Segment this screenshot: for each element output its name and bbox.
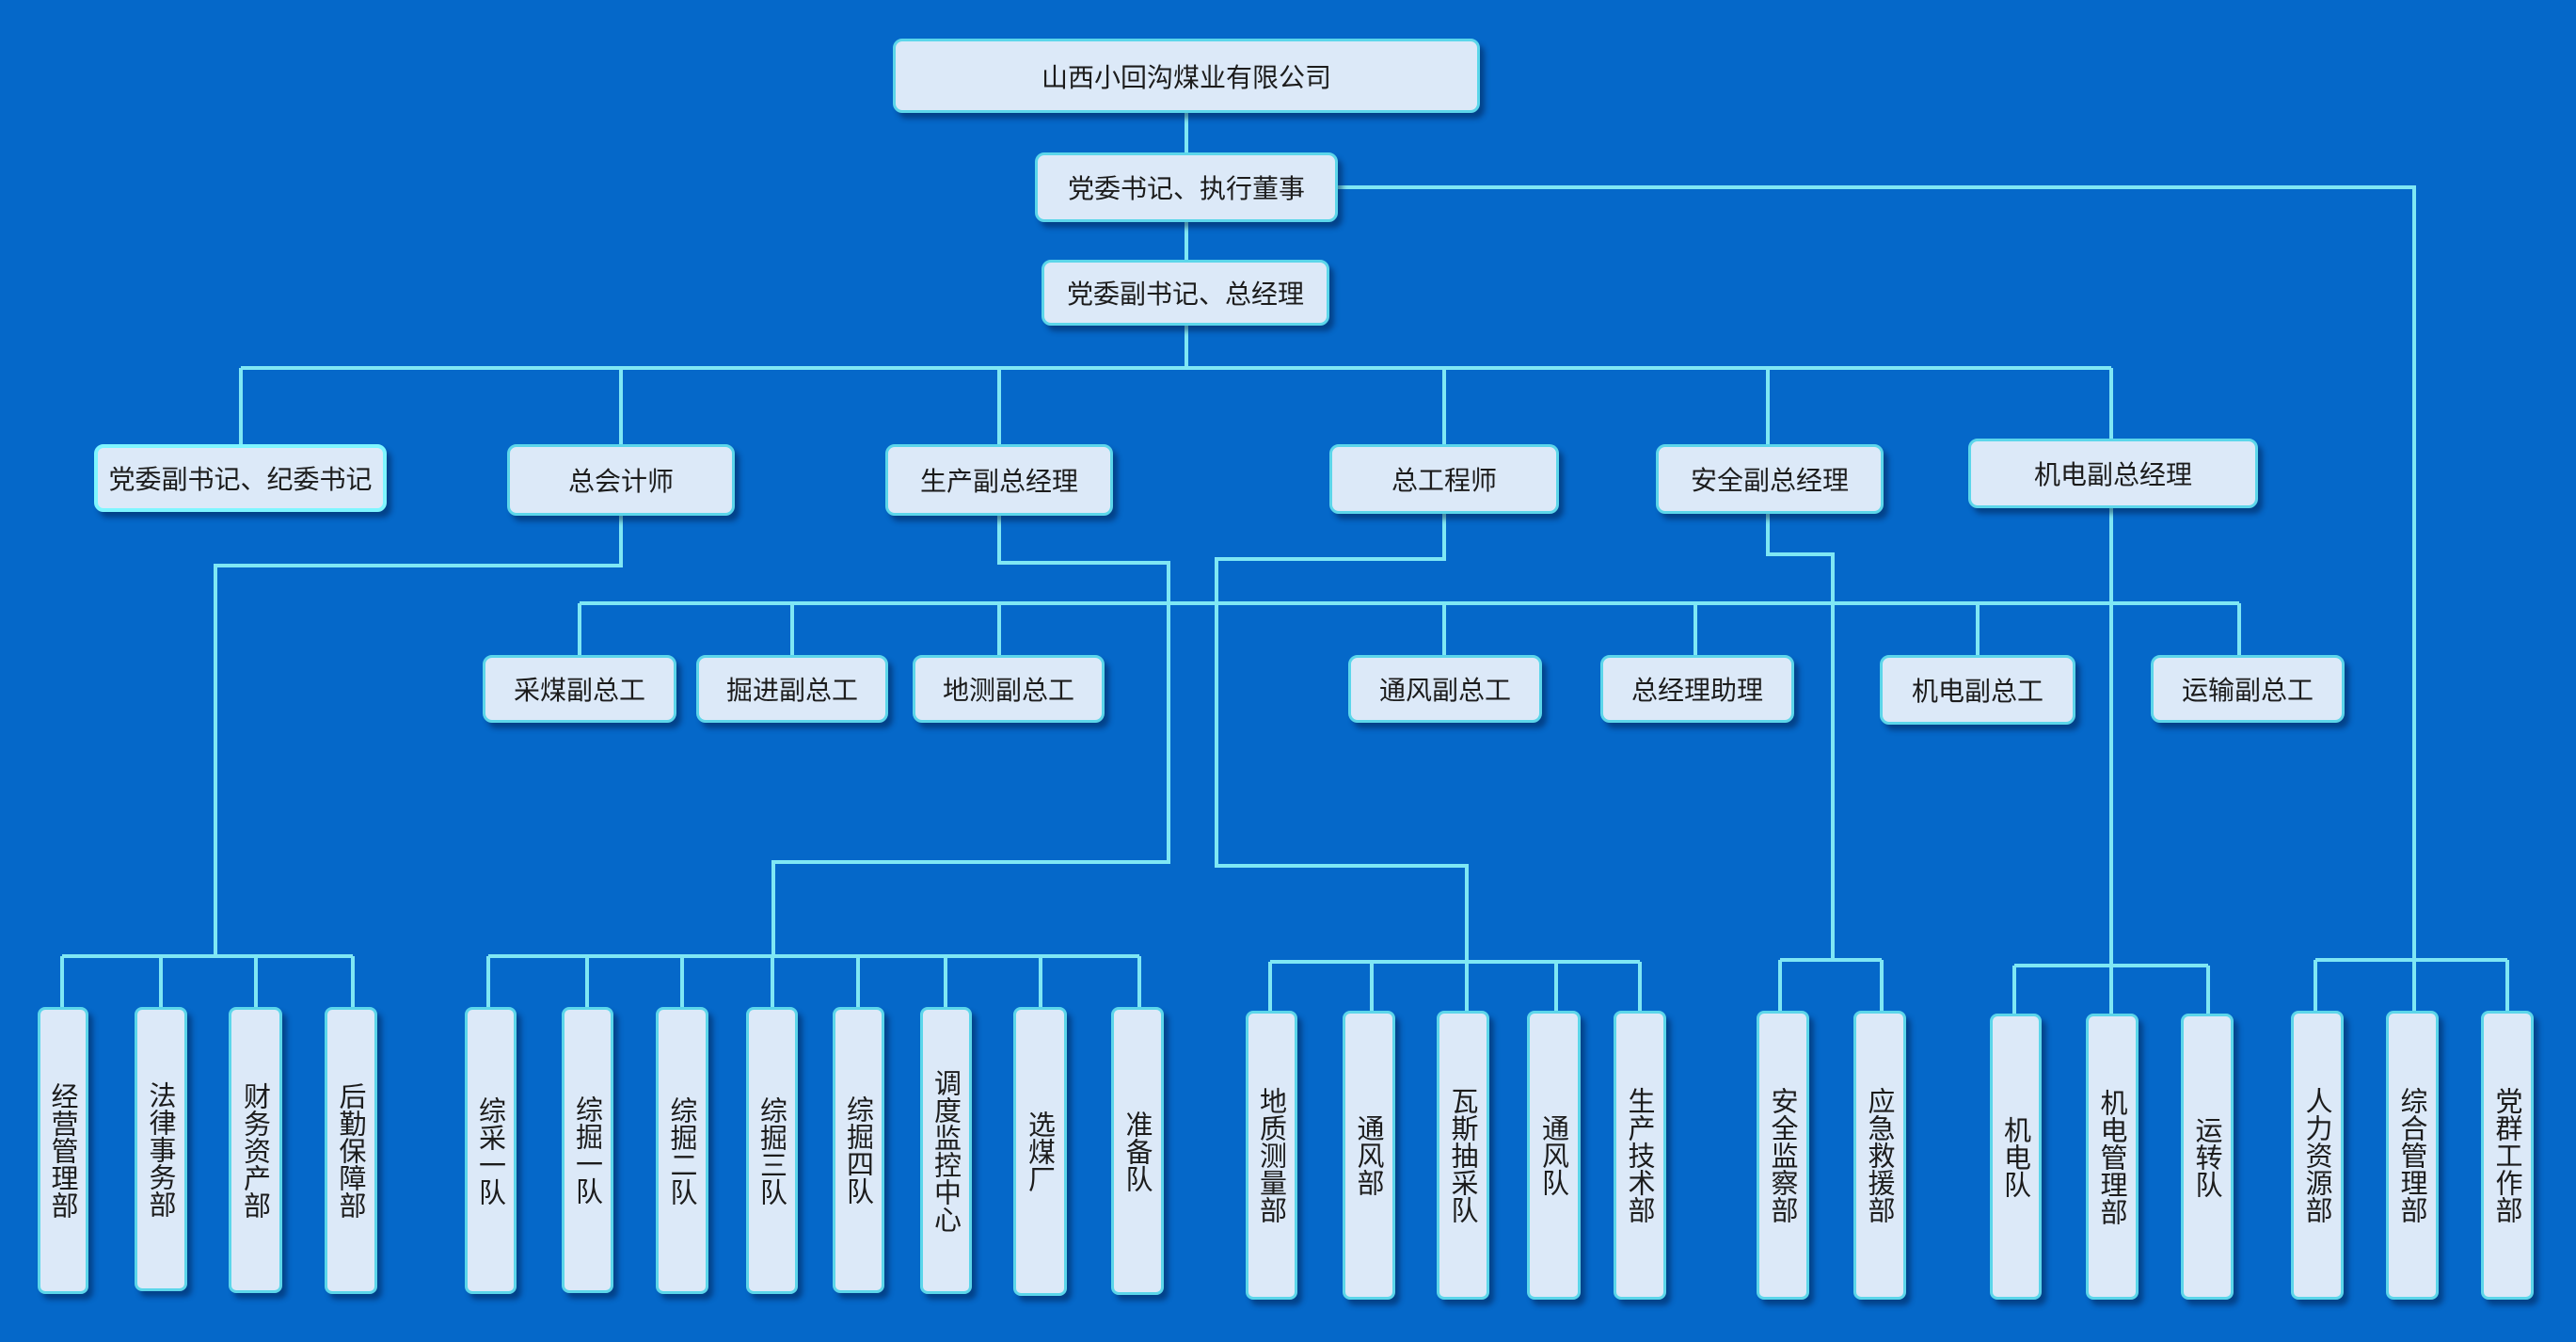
- general-manager-node: 党委副书记、总经理: [1042, 260, 1329, 326]
- team-operations: 运转队: [2181, 1014, 2234, 1300]
- mining-deputy-node: 采煤副总工: [483, 655, 676, 723]
- connector-safety-units: [1766, 514, 1835, 960]
- team-mech-elec: 机电队: [1990, 1014, 2042, 1300]
- team-tunneling-1: 综掘一队: [562, 1007, 613, 1293]
- chief-engineer-node: 总工程师: [1329, 444, 1559, 514]
- dept-party-mass-work: 党群工作部: [2481, 1011, 2534, 1300]
- ventilation-deputy-node: 通风副总工: [1348, 655, 1542, 723]
- connector-accountant-admin: [214, 516, 623, 956]
- dept-general-mgmt: 综合管理部: [2386, 1011, 2439, 1300]
- dept-emergency-rescue: 应急救援部: [1853, 1011, 1906, 1300]
- chief-accountant-node: 总会计师: [507, 444, 735, 516]
- transport-deputy-node: 运输副总工: [2151, 655, 2345, 723]
- team-gas-drainage: 瓦斯抽采队: [1437, 1011, 1489, 1300]
- team-tunneling-4: 综掘四队: [833, 1007, 884, 1293]
- dept-business-mgmt: 经营管理部: [38, 1007, 88, 1294]
- dept-geology-survey: 地质测量部: [1246, 1011, 1297, 1300]
- team-fully-mech-mining-1: 综采一队: [465, 1007, 517, 1294]
- company-node: 山西小回沟煤业有限公司: [893, 39, 1480, 113]
- dept-ventilation: 通风部: [1343, 1011, 1395, 1300]
- team-preparation: 准备队: [1111, 1007, 1164, 1295]
- safety-vgm-node: 安全副总经理: [1656, 444, 1884, 514]
- survey-deputy-node: 地测副总工: [913, 655, 1105, 723]
- team-tunneling-3: 综掘三队: [746, 1007, 798, 1294]
- dept-finance-assets: 财务资产部: [229, 1007, 282, 1293]
- connector-chairman-party-dept: [1338, 185, 2416, 960]
- team-tunneling-2: 综掘二队: [656, 1007, 708, 1294]
- chairman-node: 党委书记、执行董事: [1035, 152, 1338, 222]
- dispatch-monitor-center: 调度监控中心: [920, 1007, 972, 1294]
- dept-safety-supervision: 安全监察部: [1757, 1011, 1809, 1300]
- discipline-secretary-node: 党委副书记、纪委书记: [94, 444, 387, 512]
- dept-human-resources: 人力资源部: [2291, 1011, 2344, 1300]
- dept-legal-affairs: 法律事务部: [135, 1007, 187, 1291]
- connector-production-units: [771, 516, 1170, 956]
- dept-logistics: 后勤保障部: [325, 1007, 377, 1294]
- mech-deputy-node: 机电副总工: [1880, 655, 2075, 725]
- connector-engineer-tech: [1215, 514, 1469, 962]
- coal-prep-plant: 选煤厂: [1013, 1007, 1067, 1296]
- dept-production-tech: 生产技术部: [1614, 1011, 1666, 1300]
- dept-mech-elec-mgmt: 机电管理部: [2086, 1014, 2139, 1300]
- tunneling-deputy-node: 掘进副总工: [696, 655, 888, 723]
- mech-vgm-node: 机电副总经理: [1968, 439, 2258, 508]
- gm-assistant-node: 总经理助理: [1600, 655, 1794, 723]
- team-ventilation: 通风队: [1527, 1011, 1581, 1300]
- production-vgm-node: 生产副总经理: [885, 444, 1113, 516]
